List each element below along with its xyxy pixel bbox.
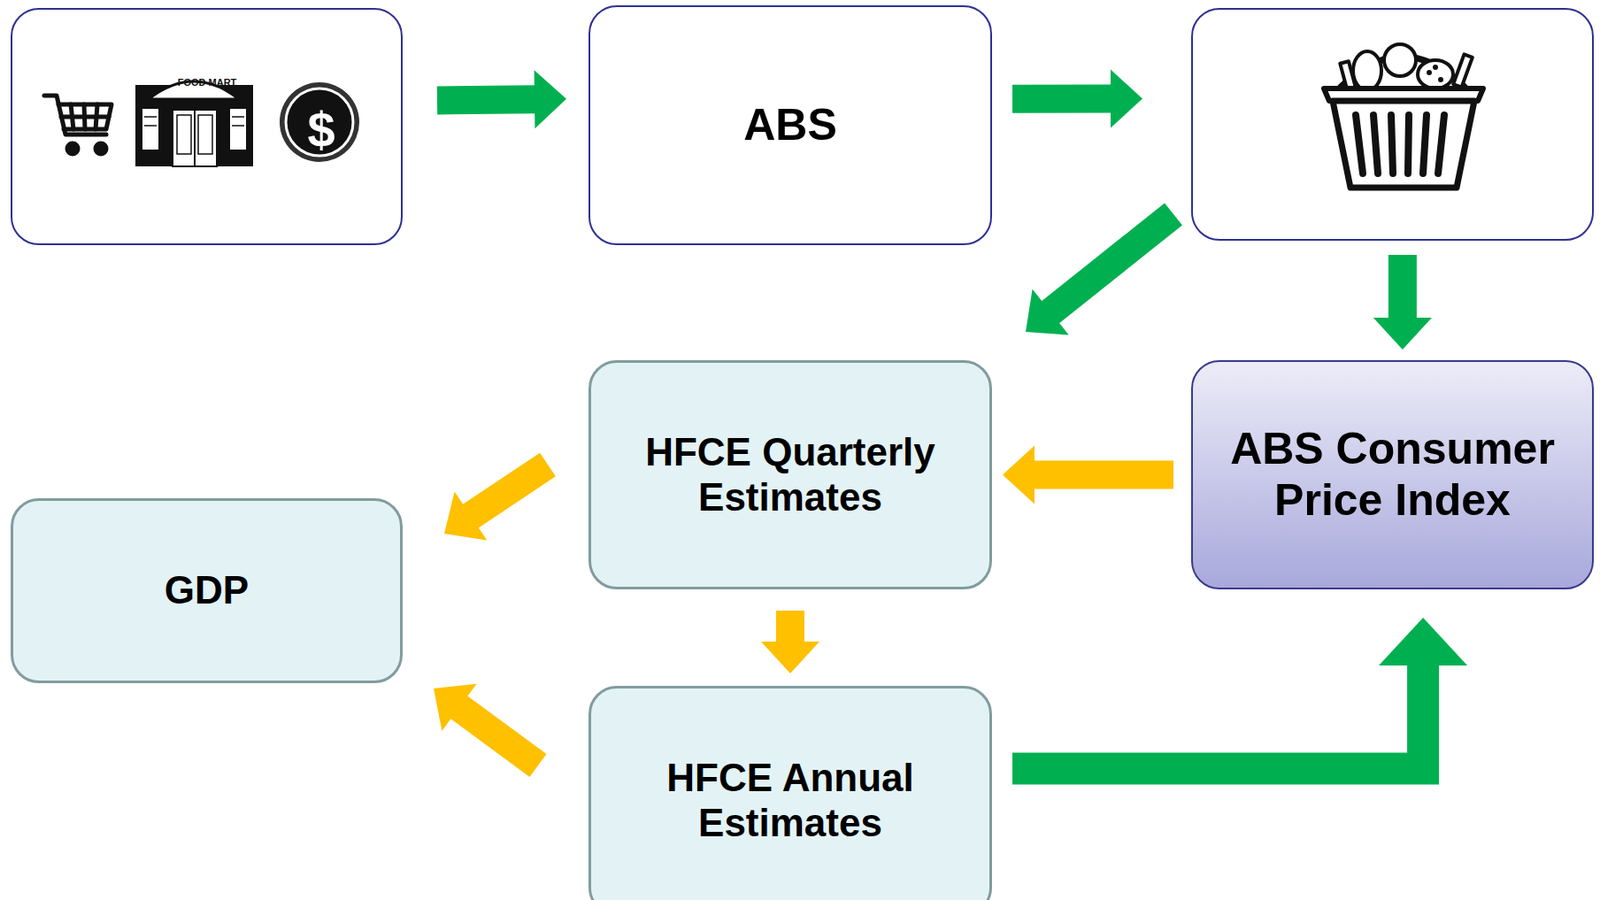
arrow-shaft	[458, 707, 539, 766]
box-label: HFCE Annual Estimates	[607, 755, 973, 846]
arrow-head	[1025, 289, 1070, 336]
dollar-icon	[279, 82, 360, 162]
arrow-head	[1378, 617, 1468, 666]
gdp-box: GDP	[10, 498, 403, 684]
arrow-shaft	[776, 610, 805, 643]
box-label: ABS	[743, 100, 838, 152]
arrow-head	[534, 69, 567, 129]
flow-arrow	[1025, 214, 1174, 335]
estimate-box: HFCE Quarterly Estimates	[588, 360, 993, 590]
flow-arrow	[433, 684, 539, 766]
basket-icon	[1323, 44, 1484, 188]
flow-arrow	[444, 464, 548, 540]
box-label: GDP	[164, 568, 249, 614]
flow-arrow	[437, 69, 567, 129]
arrow-shaft	[1033, 461, 1174, 490]
dollar-sign: $	[303, 101, 339, 159]
arrow-shaft	[1012, 84, 1112, 114]
arrow-head	[433, 684, 477, 731]
store-icon	[135, 81, 254, 167]
store-sign: FOOD MART	[176, 77, 238, 88]
estimate-box: HFCE Annual Estimates	[588, 685, 993, 900]
box-label: ABS Consumer Price Index	[1210, 423, 1575, 526]
flow-arrow	[1012, 69, 1143, 129]
arrow-head	[1110, 69, 1143, 129]
arrow-shaft	[469, 464, 548, 517]
arrow-shaft	[437, 99, 536, 100]
source-box: FOOD MART $	[10, 7, 403, 246]
arrow-head	[1002, 446, 1035, 505]
flow-arrow	[1373, 254, 1432, 350]
arrow-shaft	[1012, 664, 1424, 770]
arrow-shaft	[1388, 254, 1417, 319]
arrow-head	[444, 492, 487, 541]
flow-arrow	[1012, 617, 1468, 770]
agency-box: ABS	[588, 5, 993, 246]
arrow-head	[1373, 317, 1432, 350]
box-label: HFCE Quarterly Estimates	[607, 430, 973, 520]
index-box: ABS Consumer Price Index	[1191, 360, 1594, 590]
flow-arrow	[761, 610, 820, 674]
cart-icon	[44, 95, 112, 154]
flow-arrow	[1002, 446, 1174, 505]
basket-box	[1191, 7, 1594, 241]
arrow-shaft	[1049, 214, 1174, 313]
arrow-head	[761, 641, 820, 674]
